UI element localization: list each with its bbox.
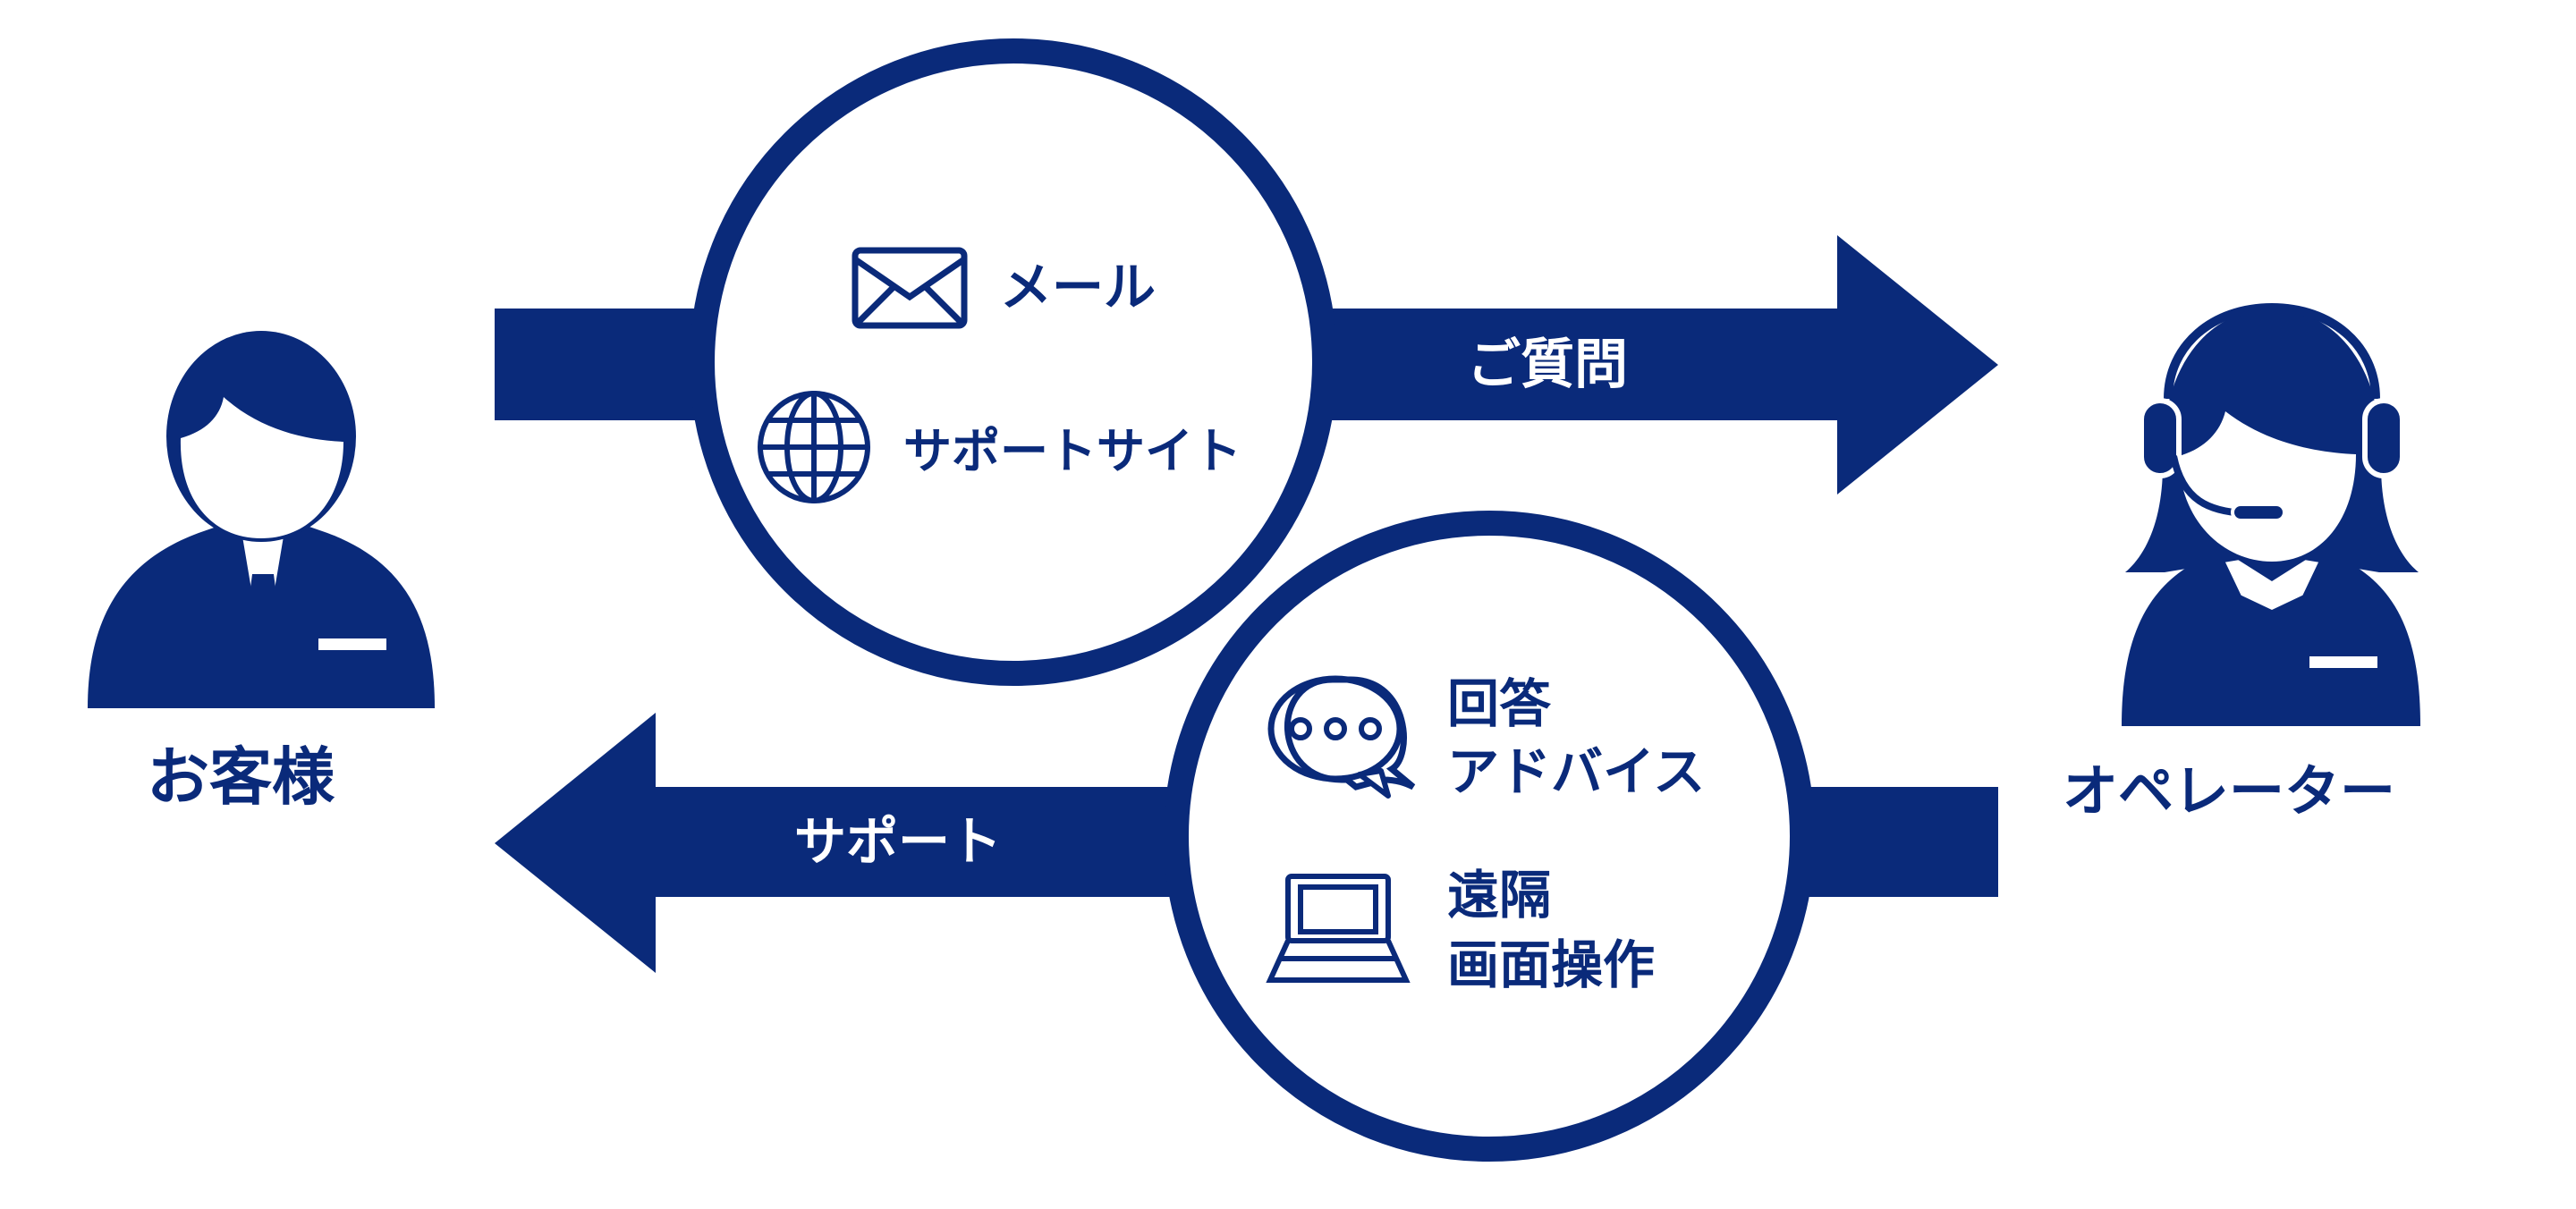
top-arrow-label: ご質問 [1467,334,1628,396]
operator-headset-icon [2122,294,2420,726]
customer-person-icon [88,331,435,708]
screen-operation-label: 画面操作 [1447,934,1656,995]
globe-icon [758,391,870,503]
email-label: メール [1000,257,1157,317]
bottom-arrow-label: サポート [794,811,1003,872]
customer-label: お客様 [147,740,335,814]
support-site-label: サポートサイト [903,423,1241,479]
envelope-icon [852,247,968,329]
speech-bubble-icon [1267,675,1416,799]
remote-label: 遠隔 [1447,865,1552,926]
answer-label: 回答 [1447,673,1552,734]
support-methods-circle [1164,511,1815,1162]
inquiry-channels-circle [690,38,1337,686]
advice-label: アドバイス [1447,741,1706,802]
operator-label: オペレーター [2063,758,2396,824]
laptop-icon [1266,874,1411,983]
